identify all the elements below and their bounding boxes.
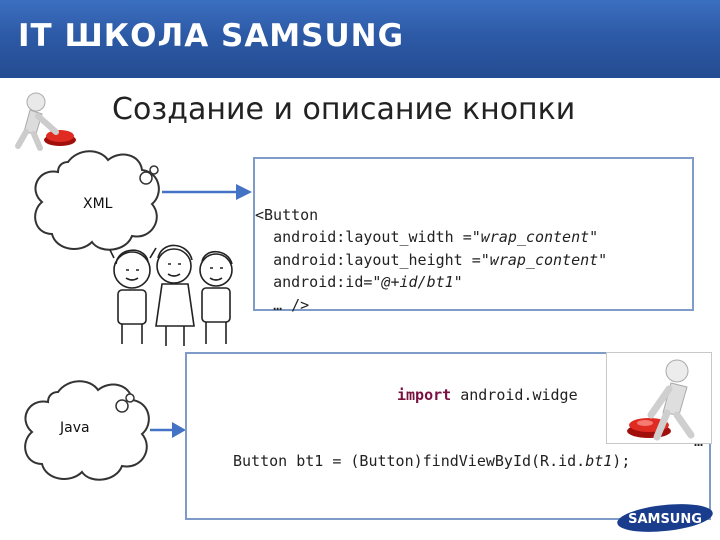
children-sketch-icon [109, 244, 233, 346]
code-line: android.widge [460, 386, 578, 404]
code-value: "wrap_content" [480, 250, 608, 269]
code-attr: android:id= [273, 273, 373, 291]
arrow-right-icon [150, 422, 186, 438]
code-line: <Button [255, 205, 319, 224]
code-line: ); [612, 452, 631, 470]
code-value: "@+id/bt1" [372, 273, 463, 291]
code-line: Button bt1 = (Button)findViewById(R.id. [233, 452, 586, 470]
slide-title: Создание и описание кнопки [112, 92, 576, 127]
xml-thought-cloud-icon [34, 150, 160, 251]
code-keyword: import [397, 386, 452, 404]
xml-label: XML [83, 196, 113, 212]
xml-code-box: <Button android:layout_width ="wrap_cont… [253, 157, 694, 314]
logo-text: SAMSUNG [628, 512, 702, 527]
code-line: … /> [273, 295, 310, 314]
java-thought-cloud-icon [24, 380, 150, 481]
samsung-logo: SAMSUNG [617, 504, 713, 532]
java-label: Java [60, 420, 90, 436]
header-banner: IT ШКОЛА SAMSUNG [0, 0, 720, 78]
code-value: bt1 [585, 452, 613, 470]
figure-pressing-button-icon [15, 92, 76, 151]
code-value: "wrap_content" [471, 228, 599, 246]
banner-title: IT ШКОЛА SAMSUNG [18, 18, 405, 54]
code-attr: android:layout_height = [273, 250, 481, 269]
figure-panel [606, 352, 712, 444]
code-attr: android:layout_width = [273, 228, 472, 246]
arrow-right-icon [162, 184, 252, 200]
figure-pressing-button-icon [627, 359, 695, 441]
